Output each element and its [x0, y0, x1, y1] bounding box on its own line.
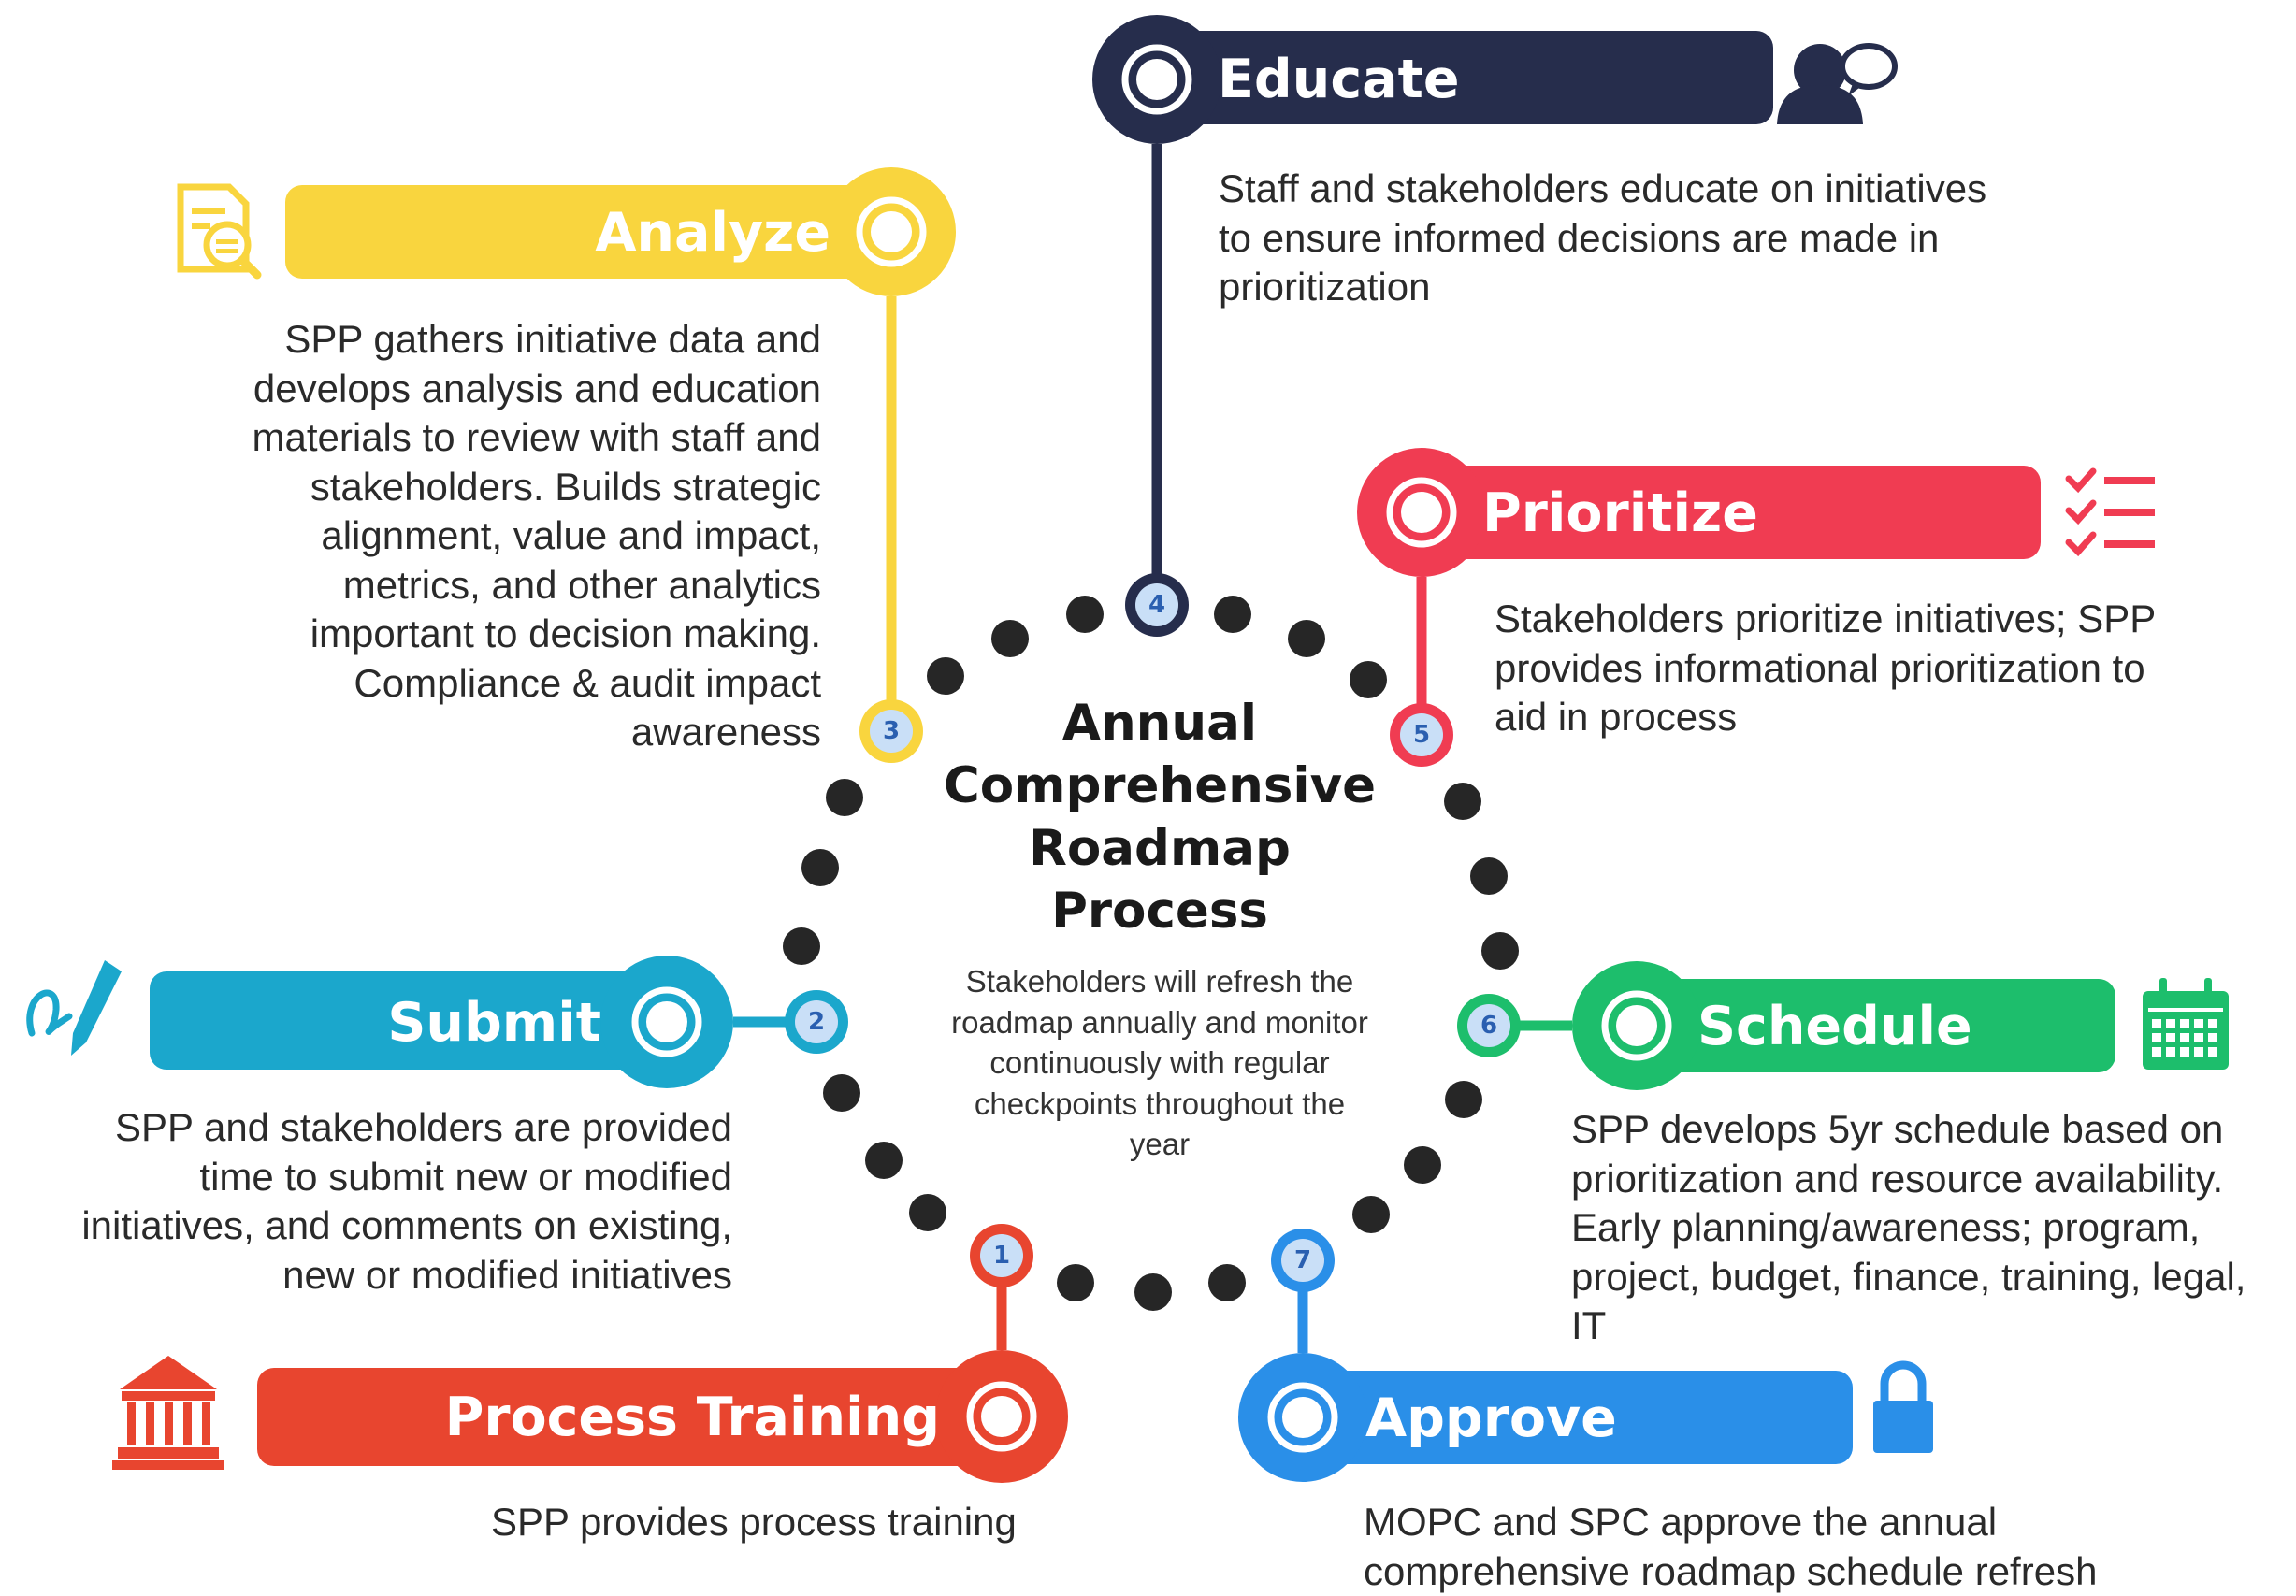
description-line: materials to review with staff and	[253, 413, 822, 463]
educate-badge-number: 4	[1148, 591, 1165, 619]
description-line: SPP develops 5yr schedule based on	[1571, 1105, 2245, 1155]
checklist-icon	[2069, 471, 2155, 552]
description-line: develops analysis and education	[253, 365, 822, 414]
ring-dot	[865, 1142, 903, 1179]
submit-description: SPP and stakeholders are provided time t…	[81, 1103, 732, 1300]
schedule-description: SPP develops 5yr schedule based on prior…	[1571, 1105, 2245, 1351]
ring-dot	[909, 1194, 946, 1231]
description-line: alignment, value and impact,	[253, 511, 822, 561]
ring-marker-dot	[981, 1396, 1022, 1437]
schedule-step: Schedule 6	[1457, 961, 2229, 1090]
prioritize-title: Prioritize	[1482, 482, 1758, 544]
process-training-description: SPP provides process training	[491, 1498, 1017, 1547]
ring-dot	[991, 620, 1029, 657]
ring-dot	[1134, 1273, 1172, 1311]
center-title: Annual Comprehensive Roadmap Process	[879, 692, 1440, 942]
educate-description: Staff and stakeholders educate on initia…	[1219, 165, 1986, 312]
ring-dot	[1214, 596, 1251, 633]
ring-dot	[1444, 783, 1481, 820]
center-subtitle-line: Stakeholders will refresh the	[898, 961, 1422, 1002]
center-title-line: Annual	[879, 692, 1440, 755]
description-line: Compliance & audit impact	[253, 659, 822, 709]
description-line: provides informational prioritization to	[1495, 644, 2156, 694]
description-line: Staff and stakeholders educate on initia…	[1219, 165, 1986, 214]
ring-dot	[783, 927, 820, 965]
description-line: IT	[1571, 1301, 2245, 1351]
schedule-title: Schedule	[1697, 996, 1972, 1057]
process-training-badge-number: 1	[993, 1242, 1010, 1270]
ring-marker-dot	[1136, 59, 1177, 100]
description-line: MOPC and SPC approve the annual	[1364, 1498, 2097, 1547]
ring-dot	[1208, 1264, 1246, 1301]
ring-marker-dot	[871, 211, 912, 252]
description-line: prioritization and resource availability…	[1571, 1155, 2245, 1204]
ring-marker-dot	[1282, 1397, 1323, 1438]
ring-marker-dot	[1401, 492, 1442, 533]
ring-dot	[1470, 857, 1508, 895]
description-line: Stakeholders prioritize initiatives; SPP	[1495, 595, 2156, 644]
ring-dot	[927, 657, 964, 695]
submit-step: Submit 2	[30, 956, 848, 1088]
document-search-icon	[181, 187, 257, 275]
description-line: aid in process	[1495, 693, 2156, 742]
center-subtitle-line: year	[898, 1124, 1422, 1165]
description-line: SPP gathers initiative data and	[253, 315, 822, 365]
ring-dot	[1066, 596, 1104, 633]
center-title-line: Roadmap	[879, 817, 1440, 880]
center-subtitle: Stakeholders will refresh the roadmap an…	[898, 961, 1422, 1165]
ring-dot	[1481, 932, 1519, 970]
description-line: to ensure informed decisions are made in	[1219, 214, 1986, 264]
approve-title: Approve	[1365, 1388, 1617, 1449]
submit-badge-number: 2	[808, 1008, 825, 1036]
ring-dot	[1057, 1264, 1094, 1301]
padlock-icon	[1873, 1365, 1933, 1453]
description-line: comprehensive roadmap schedule refresh	[1364, 1547, 2097, 1596]
description-line: time to submit new or modified	[81, 1153, 732, 1202]
ring-dot	[826, 779, 863, 816]
analyze-description: SPP gathers initiative data and develops…	[253, 315, 822, 757]
center-subtitle-line: continuously with regular	[898, 1042, 1422, 1084]
ring-marker-dot	[1616, 1005, 1657, 1046]
description-line: awareness	[253, 708, 822, 757]
signature-pen-icon	[30, 960, 122, 1056]
description-line: Early planning/awareness; program,	[1571, 1203, 2245, 1253]
ring-dot	[1288, 620, 1325, 657]
ring-dot	[823, 1074, 860, 1112]
description-line: SPP provides process training	[491, 1498, 1017, 1547]
description-line: stakeholders. Builds strategic	[253, 463, 822, 512]
ring-marker-dot	[646, 1001, 687, 1042]
bank-icon	[112, 1356, 224, 1470]
schedule-badge-number: 6	[1480, 1012, 1497, 1040]
center-title-line: Process	[879, 880, 1440, 942]
center-subtitle-line: roadmap annually and monitor	[898, 1002, 1422, 1043]
description-line: important to decision making.	[253, 610, 822, 659]
description-line: metrics, and other analytics	[253, 561, 822, 611]
educate-title: Educate	[1218, 49, 1459, 110]
user-speech-icon	[1777, 44, 1895, 124]
approve-description: MOPC and SPC approve the annual comprehe…	[1364, 1498, 2097, 1596]
description-line: initiatives, and comments on existing,	[81, 1201, 732, 1251]
description-line: SPP and stakeholders are provided	[81, 1103, 732, 1153]
center-subtitle-line: checkpoints throughout the	[898, 1084, 1422, 1125]
ring-dot	[801, 849, 839, 886]
calendar-icon	[2143, 978, 2229, 1070]
submit-title: Submit	[387, 992, 601, 1054]
process-training-title: Process Training	[445, 1387, 940, 1448]
ring-dot	[1445, 1081, 1482, 1118]
center-title-line: Comprehensive	[879, 755, 1440, 817]
approve-badge-number: 7	[1294, 1246, 1311, 1274]
description-line: new or modified initiatives	[81, 1251, 732, 1301]
description-line: project, budget, finance, training, lega…	[1571, 1253, 2245, 1302]
ring-dot	[1352, 1196, 1390, 1233]
description-line: prioritization	[1219, 263, 1986, 312]
analyze-title: Analyze	[595, 202, 830, 264]
prioritize-description: Stakeholders prioritize initiatives; SPP…	[1495, 595, 2156, 742]
